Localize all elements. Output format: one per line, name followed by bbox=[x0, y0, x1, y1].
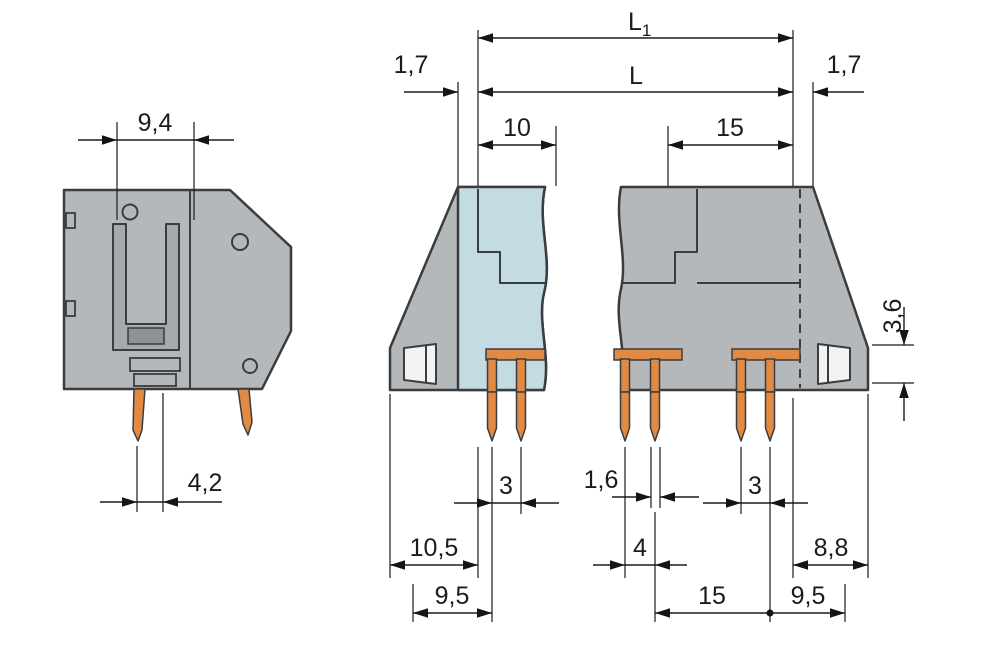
side-latch-notch bbox=[65, 212, 76, 229]
solder-pin bbox=[649, 391, 661, 442]
solder-pin bbox=[515, 391, 527, 442]
dim-label-edge-offset-95-left: 9,5 bbox=[435, 582, 470, 610]
solder-pin bbox=[764, 391, 776, 442]
dim-label-pitch-15-top: 15 bbox=[716, 114, 744, 142]
clamp-opening bbox=[817, 343, 851, 385]
pin-stub bbox=[649, 358, 661, 393]
dim-label-pitch-10: 10 bbox=[503, 114, 531, 142]
front-highlight-section bbox=[456, 185, 549, 392]
dim-label-l: L bbox=[629, 62, 643, 90]
mounting-hole bbox=[231, 233, 249, 251]
solder-pin bbox=[619, 391, 631, 442]
dim-label-side-pin-offset: 4,2 bbox=[188, 469, 223, 497]
dim-label-side-width: 9,4 bbox=[138, 109, 173, 137]
dim-label-pin-spacing-left: 3 bbox=[499, 472, 513, 500]
solder-pin bbox=[486, 391, 498, 442]
busbar bbox=[613, 348, 683, 361]
busbar-cross-section bbox=[129, 357, 181, 372]
solder-pin bbox=[735, 391, 747, 442]
clamp-spring-block bbox=[127, 327, 165, 345]
pin-stub bbox=[764, 358, 776, 393]
dim-label-pin-width: 1,6 bbox=[584, 466, 619, 494]
dim-label-pin-spacing-right: 3 bbox=[748, 472, 762, 500]
busbar-cross-section bbox=[133, 373, 177, 387]
mounting-hole bbox=[242, 358, 258, 374]
pin-stub bbox=[619, 358, 631, 393]
side-view bbox=[62, 188, 293, 442]
pin-stub bbox=[735, 358, 747, 393]
dim-label-pitch-15-bottom: 15 bbox=[698, 582, 726, 610]
dimensions-layer: 9,4 4,2 L1 L 1,7 1,7 10 15 3 1,6 3 10,5 … bbox=[78, 8, 914, 622]
dim-label-edge-offset-95-right: 9,5 bbox=[791, 582, 826, 610]
housing-contour bbox=[621, 189, 698, 284]
dim-label-margin-right: 1,7 bbox=[827, 51, 862, 79]
busbar bbox=[485, 348, 546, 361]
pin-stub bbox=[515, 358, 527, 393]
dim-label-edge-offset-88: 8,8 bbox=[814, 534, 849, 562]
dim-label-margin-left: 1,7 bbox=[394, 51, 429, 79]
solder-pin bbox=[132, 388, 146, 442]
housing-contour bbox=[477, 189, 545, 284]
dim-label-l1: L1 bbox=[628, 8, 651, 40]
clamp-opening bbox=[403, 343, 437, 385]
front-view bbox=[388, 185, 870, 442]
cage-clamp bbox=[112, 223, 180, 351]
dim-label-edge-offset-105: 10,5 bbox=[410, 534, 459, 562]
solder-pin bbox=[237, 388, 253, 436]
side-latch-notch bbox=[65, 300, 76, 317]
dim-label-clamp-height: 3,6 bbox=[879, 299, 907, 334]
dim-label-pin-spacing-mid: 4 bbox=[633, 534, 647, 562]
mounting-hole bbox=[121, 203, 139, 221]
pin-stub bbox=[486, 358, 498, 393]
